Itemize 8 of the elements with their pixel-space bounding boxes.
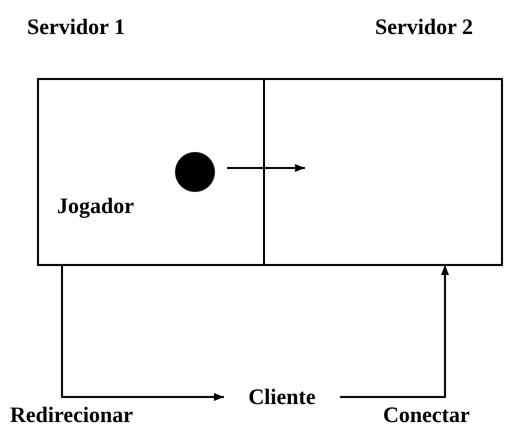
- player-label: Jogador: [57, 195, 134, 217]
- arrow: [340, 265, 449, 398]
- node-label: Cliente: [226, 384, 338, 410]
- arrow: [227, 164, 305, 172]
- dot: [175, 152, 215, 192]
- area-heading: Servidor 2: [375, 16, 473, 38]
- area-heading: Servidor 1: [27, 16, 125, 38]
- arrow: [61, 265, 224, 401]
